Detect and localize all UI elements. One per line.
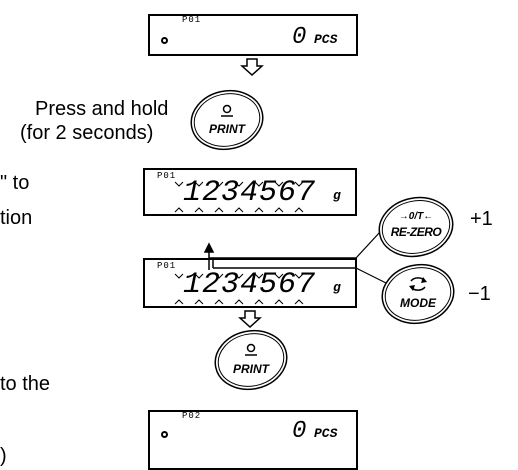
press-hold-text: Press and hold [35,98,169,120]
lcd-program-label: P02 [182,411,202,421]
press-hold-duration-text: (for 2 seconds) [20,122,154,144]
lcd-value: 1234567 [183,176,317,210]
re-zero-symbol: →0/T← [398,211,434,222]
lcd-program-label: P01 [182,15,202,25]
blink-marks-icon [174,181,304,213]
decrement-label: −1 [468,283,491,305]
lcd-program-label: P01 [157,261,177,271]
stability-mark-icon [161,431,168,438]
lcd-display-2: P01 1234567 g [143,168,357,216]
lcd-program-label: P01 [157,171,177,181]
print-key-label: PRINT [233,362,269,376]
increment-label: +1 [470,208,493,230]
lcd-unit: g [333,188,341,203]
stability-mark-icon [161,37,168,44]
lcd-value: 0 [292,418,308,445]
mode-key-label: MODE [400,296,436,310]
print-key-bottom[interactable]: PRINT [211,328,291,392]
blink-marks-icon [174,273,304,305]
lcd-unit: PCS [314,32,338,47]
print-key-label: PRINT [209,122,245,136]
lcd-display-1: P01 0 PCS [148,14,358,56]
mode-key[interactable]: MODE [378,262,458,326]
re-zero-key[interactable]: →0/T← RE-ZERO [375,195,457,259]
instruction-fragment-tion: tion [0,207,33,229]
lcd-unit: g [333,280,341,295]
lcd-display-4: P02 0 PCS [148,410,358,470]
lcd-display-3: P01 1234567 g [143,258,357,308]
lcd-value: 1234567 [183,268,317,302]
lcd-unit: PCS [314,426,338,441]
instruction-fragment-to-the: to the [0,373,51,395]
instruction-fragment-paren: ) [0,445,7,467]
lcd-value: 0 [292,24,308,51]
down-arrow-icon [238,310,262,328]
print-key-top[interactable]: PRINT [187,88,267,152]
down-arrow-icon [240,58,264,76]
instruction-fragment-to: " to [0,172,30,194]
re-zero-label: RE-ZERO [390,225,442,239]
